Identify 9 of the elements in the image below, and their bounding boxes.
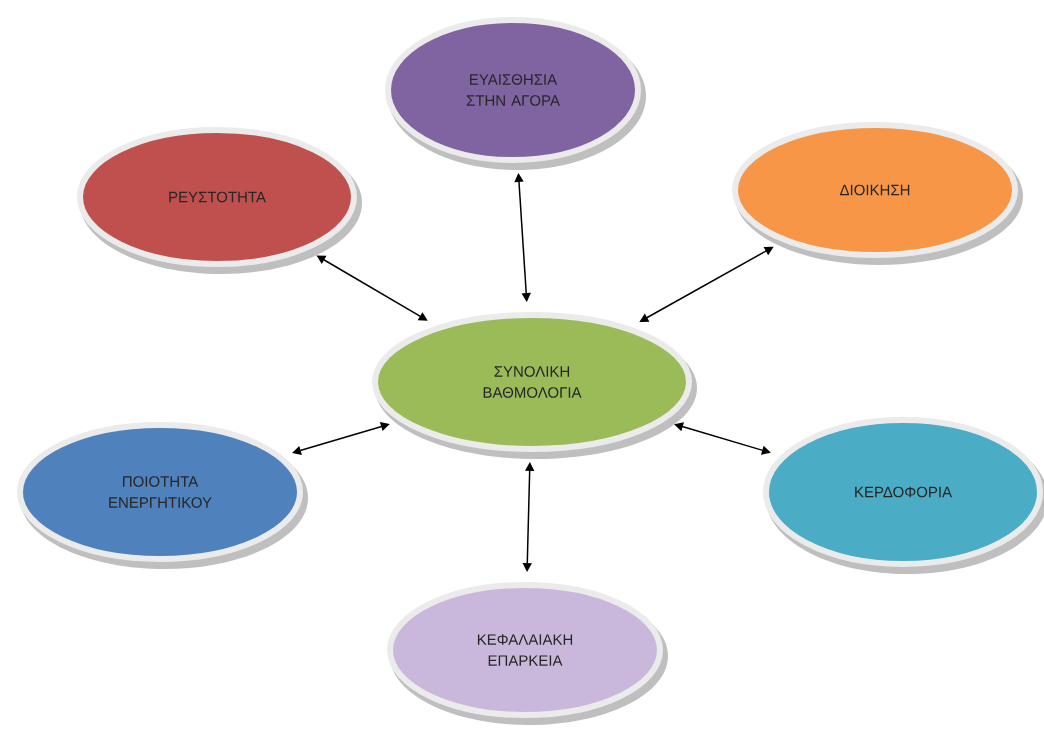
double-arrow: [674, 422, 771, 455]
ellipse-node: ΚΕΦΑΛΑΙΑΚΗ ΕΠΑΡΚΕΙΑ: [387, 582, 668, 725]
ellipse-node: ΚΕΡΔΟΦΟΡΙΑ: [763, 417, 1044, 574]
ellipse-node: ΣΥΝΟΛΙΚΗ ΒΑΘΜΟΛΟΓΙΑ: [372, 312, 697, 459]
ellipse-node: ΡΕΥΣΤΟΤΗΤΑ: [77, 127, 362, 274]
ellipse-node: ΕΥΑΙΣΘΗΣΙΑ ΣΤΗΝ ΑΓΟΡΑ: [385, 17, 646, 170]
ellipse-node: ΔΙΟΙΚΗΣΗ: [732, 122, 1023, 265]
double-arrow: [514, 173, 531, 302]
ellipse-node: ΠΟΙΟΤΗΤΑ ΕΝΕΡΓΗΤΙΚΟΥ: [17, 422, 308, 569]
